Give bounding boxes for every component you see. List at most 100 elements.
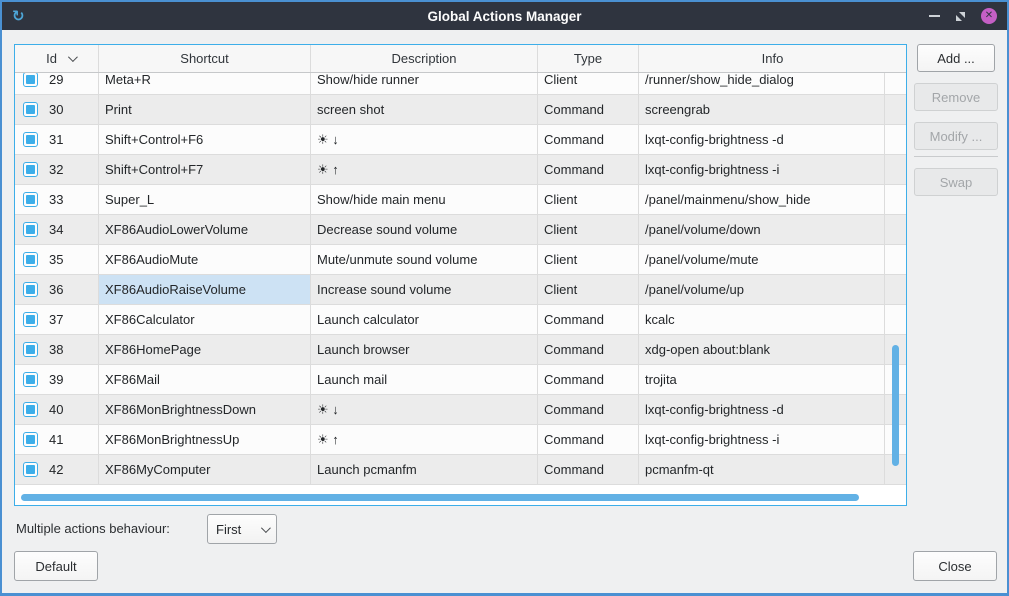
cell-type[interactable]: Client (538, 185, 639, 214)
cell-type[interactable]: Command (538, 365, 639, 394)
add-button[interactable]: Add ... (917, 44, 995, 72)
row-checkbox[interactable] (23, 132, 38, 147)
row-checkbox[interactable] (23, 102, 38, 117)
cell-shortcut[interactable]: XF86MyComputer (99, 455, 311, 484)
cell-description[interactable]: Show/hide main menu (311, 185, 538, 214)
table-row[interactable]: 37 XF86Calculator Launch calculator Comm… (15, 305, 906, 335)
cell-info[interactable]: /panel/volume/down (639, 215, 885, 244)
cell-shortcut[interactable]: XF86AudioRaiseVolume (99, 275, 311, 304)
cell-info[interactable]: /panel/mainmenu/show_hide (639, 185, 885, 214)
cell-shortcut[interactable]: Meta+R (99, 73, 311, 94)
cell-description[interactable]: Mute/unmute sound volume (311, 245, 538, 274)
row-checkbox[interactable] (23, 73, 38, 87)
column-header-type[interactable]: Type (538, 45, 639, 72)
minimize-icon[interactable] (929, 15, 940, 17)
column-header-description[interactable]: Description (311, 45, 538, 72)
modify-button[interactable]: Modify ... (914, 122, 998, 150)
cell-shortcut[interactable]: Shift+Control+F6 (99, 125, 311, 154)
cell-info[interactable]: lxqt-config-brightness -i (639, 425, 885, 454)
cell-shortcut[interactable]: XF86Mail (99, 365, 311, 394)
row-checkbox[interactable] (23, 372, 38, 387)
table-row[interactable]: 33 Super_L Show/hide main menu Client /p… (15, 185, 906, 215)
cell-shortcut[interactable]: XF86AudioMute (99, 245, 311, 274)
cell-info[interactable]: pcmanfm-qt (639, 455, 885, 484)
column-header-id[interactable]: Id (15, 45, 99, 72)
cell-description[interactable]: Increase sound volume (311, 275, 538, 304)
cell-type[interactable]: Client (538, 275, 639, 304)
cell-description[interactable]: Launch pcmanfm (311, 455, 538, 484)
cell-type[interactable]: Command (538, 455, 639, 484)
cell-shortcut[interactable]: XF86HomePage (99, 335, 311, 364)
cell-description[interactable]: ☀ ↓ (311, 125, 538, 154)
cell-info[interactable]: trojita (639, 365, 885, 394)
cell-description[interactable]: ☀ ↑ (311, 155, 538, 184)
table-row[interactable]: 29 Meta+R Show/hide runner Client /runne… (15, 73, 906, 95)
behaviour-select[interactable]: First (207, 514, 277, 544)
horizontal-scrollbar-thumb[interactable] (21, 494, 859, 501)
titlebar[interactable]: ↻ Global Actions Manager ✕ (2, 2, 1007, 30)
close-button[interactable]: Close (913, 551, 997, 581)
cell-description[interactable]: ☀ ↑ (311, 425, 538, 454)
row-checkbox[interactable] (23, 312, 38, 327)
cell-description[interactable]: Show/hide runner (311, 73, 538, 94)
row-checkbox[interactable] (23, 162, 38, 177)
cell-shortcut[interactable]: Print (99, 95, 311, 124)
cell-type[interactable]: Command (538, 395, 639, 424)
cell-type[interactable]: Command (538, 95, 639, 124)
cell-type[interactable]: Command (538, 305, 639, 334)
row-checkbox[interactable] (23, 462, 38, 477)
table-row[interactable]: 35 XF86AudioMute Mute/unmute sound volum… (15, 245, 906, 275)
swap-button[interactable]: Swap (914, 168, 998, 196)
cell-type[interactable]: Command (538, 425, 639, 454)
row-checkbox[interactable] (23, 222, 38, 237)
cell-info[interactable]: lxqt-config-brightness -d (639, 125, 885, 154)
cell-description[interactable]: ☀ ↓ (311, 395, 538, 424)
row-checkbox[interactable] (23, 432, 38, 447)
cell-type[interactable]: Client (538, 245, 639, 274)
default-button[interactable]: Default (14, 551, 98, 581)
cell-shortcut[interactable]: XF86MonBrightnessUp (99, 425, 311, 454)
cell-type[interactable]: Command (538, 335, 639, 364)
cell-info[interactable]: xdg-open about:blank (639, 335, 885, 364)
table-row[interactable]: 39 XF86Mail Launch mail Command trojita (15, 365, 906, 395)
row-checkbox[interactable] (23, 282, 38, 297)
table-row[interactable]: 41 XF86MonBrightnessUp ☀ ↑ Command lxqt-… (15, 425, 906, 455)
vertical-scrollbar-thumb[interactable] (892, 345, 899, 466)
cell-type[interactable]: Command (538, 155, 639, 184)
cell-info[interactable]: kcalc (639, 305, 885, 334)
horizontal-scrollbar-track[interactable] (15, 490, 885, 505)
row-checkbox[interactable] (23, 192, 38, 207)
column-header-shortcut[interactable]: Shortcut (99, 45, 311, 72)
cell-info[interactable]: lxqt-config-brightness -d (639, 395, 885, 424)
remove-button[interactable]: Remove (914, 83, 998, 111)
row-checkbox[interactable] (23, 252, 38, 267)
cell-description[interactable]: Launch mail (311, 365, 538, 394)
table-row[interactable]: 30 Print screen shot Command screengrab (15, 95, 906, 125)
cell-type[interactable]: Client (538, 73, 639, 94)
column-header-info[interactable]: Info (761, 51, 784, 66)
cell-type[interactable]: Command (538, 125, 639, 154)
restore-icon[interactable] (954, 10, 967, 23)
table-row[interactable]: 31 Shift+Control+F6 ☀ ↓ Command lxqt-con… (15, 125, 906, 155)
cell-description[interactable]: Launch calculator (311, 305, 538, 334)
table-row[interactable]: 38 XF86HomePage Launch browser Command x… (15, 335, 906, 365)
cell-info[interactable]: screengrab (639, 95, 885, 124)
cell-description[interactable]: screen shot (311, 95, 538, 124)
table-row[interactable]: 42 XF86MyComputer Launch pcmanfm Command… (15, 455, 906, 485)
close-icon[interactable]: ✕ (981, 8, 997, 24)
row-checkbox[interactable] (23, 402, 38, 417)
cell-info[interactable]: /runner/show_hide_dialog (639, 73, 885, 94)
cell-shortcut[interactable]: XF86Calculator (99, 305, 311, 334)
cell-shortcut[interactable]: XF86AudioLowerVolume (99, 215, 311, 244)
cell-shortcut[interactable]: Super_L (99, 185, 311, 214)
table-row[interactable]: 34 XF86AudioLowerVolume Decrease sound v… (15, 215, 906, 245)
table-row[interactable]: 36 XF86AudioRaiseVolume Increase sound v… (15, 275, 906, 305)
table-row[interactable]: 40 XF86MonBrightnessDown ☀ ↓ Command lxq… (15, 395, 906, 425)
cell-shortcut[interactable]: Shift+Control+F7 (99, 155, 311, 184)
cell-description[interactable]: Launch browser (311, 335, 538, 364)
cell-info[interactable]: /panel/volume/up (639, 275, 885, 304)
cell-shortcut[interactable]: XF86MonBrightnessDown (99, 395, 311, 424)
cell-info[interactable]: /panel/volume/mute (639, 245, 885, 274)
cell-info[interactable]: lxqt-config-brightness -i (639, 155, 885, 184)
cell-type[interactable]: Client (538, 215, 639, 244)
